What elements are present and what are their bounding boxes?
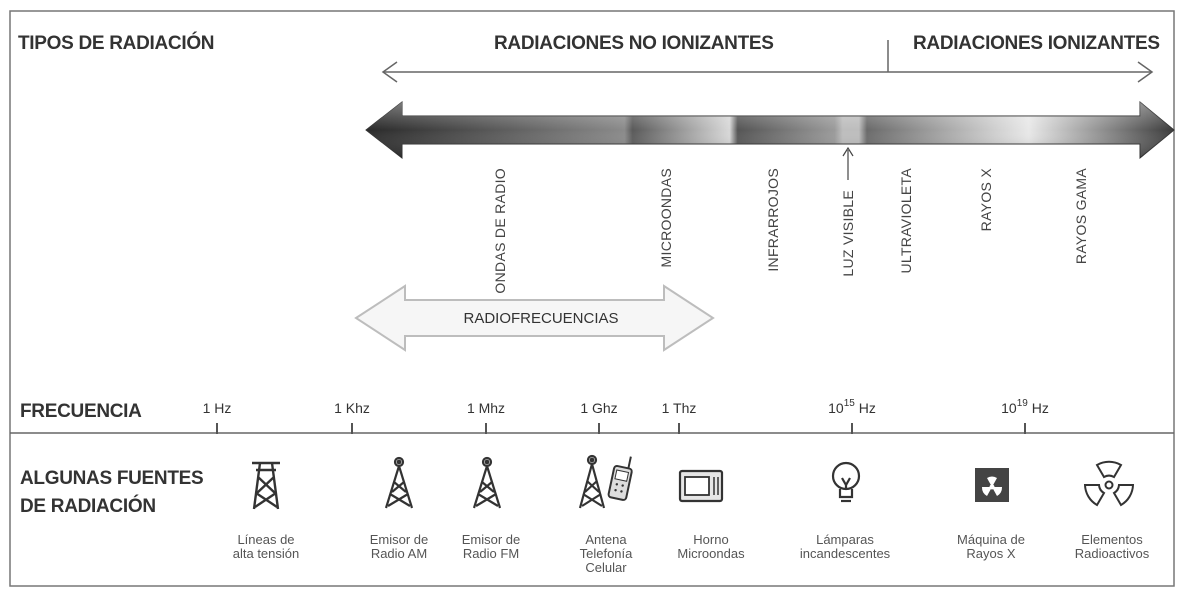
frequency-label-1: 1 Hz (203, 400, 232, 416)
visible-light-pointer (842, 146, 854, 180)
source-label-8-line-1: Elementos (1081, 532, 1143, 547)
microwave-oven-icon (678, 469, 724, 503)
frequency-label-6: 1015 Hz (828, 398, 876, 416)
light-bulb-icon (831, 461, 861, 503)
source-label-4-line-3: Celular (585, 560, 627, 575)
source-label-1-line-2: alta tensión (233, 546, 300, 561)
source-label-7-line-1: Máquina de (957, 532, 1025, 547)
source-label-8-line-2: Radioactivos (1075, 546, 1150, 561)
source-label-1-line-1: Líneas de (237, 532, 294, 547)
frequency-heading: FRECUENCIA (20, 401, 142, 422)
source-label-5-line-1: Horno (693, 532, 728, 547)
frequency-exponent: 19 (1017, 398, 1029, 409)
range-arrow (381, 40, 1154, 83)
source-label-6-line-1: Lámparas (816, 532, 874, 547)
source-label-2-line-1: Emisor de (370, 532, 429, 547)
source-label-4-line-2: Telefonía (580, 546, 634, 561)
spectrum-band (365, 100, 1175, 160)
frequency-label-7: 1019 Hz (1001, 398, 1049, 416)
radioactive-icon (1083, 460, 1135, 507)
source-label-7-line-2: Rayos X (966, 546, 1015, 561)
source-label-3-line-1: Emisor de (462, 532, 521, 547)
radiofrequencies-label: RADIOFRECUENCIAS (463, 310, 618, 327)
frequency-label-3: 1 Mhz (467, 400, 505, 416)
sources-heading-line2: DE RADIACIÓN (20, 495, 156, 517)
frequency-base: 10 (1001, 400, 1017, 416)
frequency-label-5: 1 Thz (662, 400, 697, 416)
spectrum-label-4: LUZ VISIBLE (840, 190, 856, 277)
types-heading: TIPOS DE RADIACIÓN (18, 32, 214, 54)
source-label-2-line-2: Radio AM (371, 546, 427, 561)
xray-machine-icon (975, 468, 1009, 502)
power-tower-icon (252, 461, 280, 510)
spectrum-label-7: RAYOS GAMA (1073, 168, 1089, 264)
fm-antenna-icon (472, 456, 502, 509)
spectrum-label-5: ULTRAVIOLETA (898, 168, 914, 274)
non-ionizing-label: RADIACIONES NO IONIZANTES (494, 33, 774, 54)
spectrum-label-1: ONDAS DE RADIO (492, 168, 508, 294)
frequency-unit: Hz (1028, 400, 1049, 416)
frequency-label-4: 1 Ghz (580, 400, 617, 416)
spectrum-label-3: INFRARROJOS (765, 168, 781, 272)
frequency-base: 10 (828, 400, 844, 416)
spectrum-label-2: MICROONDAS (658, 168, 674, 267)
radiofrequencies-arrow: RADIOFRECUENCIAS (354, 284, 715, 352)
source-label-3-line-2: Radio FM (463, 546, 519, 561)
frame-border (9, 10, 1175, 587)
spectrum-label-6: RAYOS X (978, 168, 994, 232)
am-antenna-icon (384, 456, 414, 509)
source-label-6-line-2: incandescentes (800, 546, 891, 561)
ionizing-label: RADIACIONES IONIZANTES (913, 33, 1160, 54)
frequency-label-2: 1 Khz (334, 400, 370, 416)
cell-antenna-phone-icon (578, 454, 633, 509)
frequency-exponent: 15 (844, 398, 856, 409)
source-label-5-line-2: Microondas (677, 546, 745, 561)
frequency-unit: Hz (855, 400, 876, 416)
source-label-4-line-1: Antena (585, 532, 627, 547)
sources-heading-line1: ALGUNAS FUENTES (20, 468, 203, 489)
spectrum-labels: ONDAS DE RADIO MICROONDAS INFRARROJOS LUZ V… (492, 168, 1089, 294)
